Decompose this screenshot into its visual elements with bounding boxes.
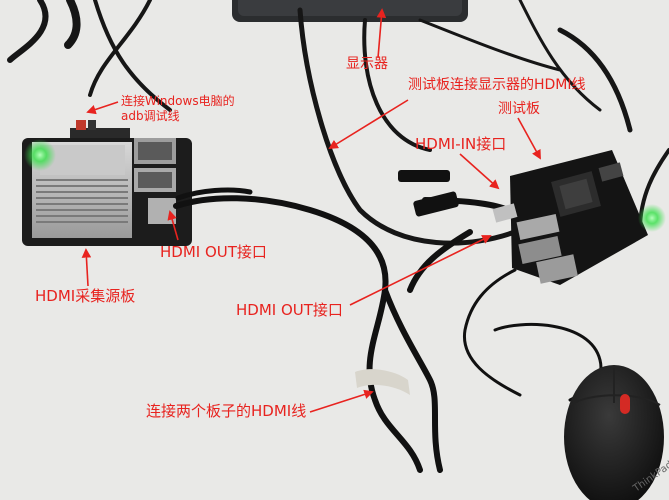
label-test-board-monitor-cable: 测试板连接显示器的HDMI线 (408, 77, 586, 93)
label-hdmi-in-port: HDMI-IN接口 (415, 135, 507, 153)
status-led-left (24, 139, 56, 171)
mouse (564, 365, 664, 500)
arrow-cable-between (309, 389, 374, 413)
arrow-monitor-cable (328, 99, 409, 150)
label-hdmi-capture-board: HDMI采集源板 (35, 287, 136, 305)
status-led-right (638, 204, 666, 232)
label-hdmi-out-port-test: HDMI OUT接口 (236, 301, 343, 319)
hdmi-capture-board (22, 120, 192, 246)
label-test-board: 测试板 (498, 101, 540, 117)
label-adb-line1: 连接Windows电脑的 (121, 94, 235, 108)
arrow-capture-board (81, 248, 92, 287)
label-cable-between-boards: 连接两个板子的HDMI线 (146, 402, 307, 420)
cable-strap (355, 369, 410, 395)
arrow-monitor (376, 8, 387, 59)
arrow-test-board (517, 117, 541, 160)
small-part-1 (398, 170, 450, 182)
arrow-adb (86, 101, 119, 115)
arrow-hdmi-out-test (349, 235, 492, 306)
arrow-hdmi-out-source (167, 210, 179, 241)
arrow-hdmi-in (459, 153, 500, 190)
label-monitor: 显示器 (346, 56, 388, 72)
test-board (492, 150, 648, 285)
monitor-base (232, 0, 468, 22)
label-hdmi-out-port-source: HDMI OUT接口 (160, 243, 267, 261)
small-part-2 (413, 191, 459, 217)
annotation-arrows (81, 8, 541, 413)
label-adb-line2: adb调试线 (121, 109, 180, 123)
